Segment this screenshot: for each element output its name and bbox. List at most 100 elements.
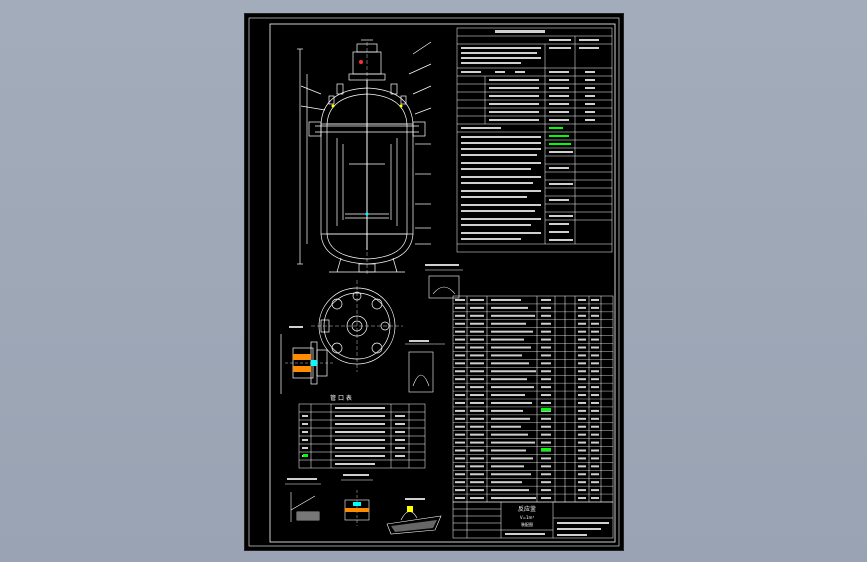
parts-list-cell-text xyxy=(491,449,526,452)
nozzle-table-text xyxy=(302,407,405,465)
parts-list-cell-text xyxy=(591,338,599,341)
parts-list-cell-text xyxy=(591,401,599,404)
parts-list-cell-text xyxy=(591,314,599,317)
parts-list-cell-text xyxy=(578,497,586,500)
parts-list-cell-text xyxy=(578,330,586,333)
parts-list-cell-text xyxy=(470,338,484,341)
parts-list-highlights xyxy=(541,408,551,451)
parts-list-cell-text xyxy=(470,489,484,492)
nozzle-table xyxy=(298,403,426,469)
parts-list-cell-text xyxy=(470,394,484,397)
parts-list-cell-text xyxy=(591,425,599,428)
callout-markers xyxy=(331,60,403,216)
parts-list-cell-text xyxy=(455,489,465,492)
vessel-elevation xyxy=(297,39,432,274)
parts-list-cell-text xyxy=(591,465,599,468)
parts-list-cell-text xyxy=(578,465,586,468)
parts-list-cell-text xyxy=(470,457,484,460)
parts-list-cell-text xyxy=(578,354,586,357)
parts-list-cell-text xyxy=(455,417,465,420)
parts-list-cell-text xyxy=(470,441,484,444)
parts-list-cell-text xyxy=(541,497,551,500)
parts-list-cell-text xyxy=(455,497,465,500)
parts-list-cell-text xyxy=(541,417,551,420)
parts-list-cell-text xyxy=(470,370,484,373)
parts-list-cell-text xyxy=(591,370,599,373)
parts-list-cell-text xyxy=(455,409,465,412)
parts-list-cell-text xyxy=(578,489,586,492)
parts-list-cell-text xyxy=(491,354,522,357)
parts-list-cell-text xyxy=(591,441,599,444)
parts-list-cell-text xyxy=(455,378,465,381)
parts-list-cell-text xyxy=(541,322,551,325)
parts-list-cell-text xyxy=(470,306,484,309)
parts-list-cell-text xyxy=(541,489,551,492)
parts-list-cell-text xyxy=(455,449,465,452)
flange-detail-hatch xyxy=(293,354,317,372)
drawing-canvas[interactable]: 管 口 表 xyxy=(245,14,623,550)
parts-list-cell-text xyxy=(578,378,586,381)
parts-list-cell-text xyxy=(578,409,586,412)
parts-list-cell-text xyxy=(578,401,586,404)
parts-list-cell-text xyxy=(591,378,599,381)
parts-list-cell-text xyxy=(541,394,551,397)
parts-list-cell-text xyxy=(455,354,465,357)
parts-list-cell-text xyxy=(578,314,586,317)
parts-list-cell-text xyxy=(491,330,533,333)
parts-list-cell-text xyxy=(470,465,484,468)
parts-list-cell-text xyxy=(578,370,586,373)
parts-list-cell-text xyxy=(470,298,484,301)
parts-list-cell-text xyxy=(591,346,599,349)
parts-list-cell-text xyxy=(470,409,484,412)
spec-table-highlights xyxy=(549,127,571,145)
parts-list-cell-text xyxy=(455,481,465,484)
parts-list-cell-text xyxy=(591,481,599,484)
parts-list-cell-text xyxy=(578,394,586,397)
spec-table-text xyxy=(461,30,599,241)
title-block xyxy=(452,501,614,539)
parts-list-cell-text xyxy=(591,449,599,452)
parts-list-cell-text xyxy=(470,362,484,365)
outer-border xyxy=(248,17,620,547)
parts-list-cell-text xyxy=(491,401,532,404)
parts-list-cell-text xyxy=(578,449,586,452)
parts-list-cell-text xyxy=(578,457,586,460)
parts-list-cell-text xyxy=(455,330,465,333)
parts-list-cell-text xyxy=(491,465,524,468)
parts-list-cell-text xyxy=(455,370,465,373)
title-block-spec: V=1m³ xyxy=(520,515,535,520)
technical-characteristics-table xyxy=(456,27,613,253)
parts-list-cell-text xyxy=(491,314,535,317)
parts-list-cell-text xyxy=(491,362,529,365)
parts-list-cell-text xyxy=(578,386,586,389)
parts-list-cell-text xyxy=(541,354,551,357)
parts-list-cell-text xyxy=(591,306,599,309)
bottom-detail-hatch xyxy=(297,502,437,532)
bottom-detail-labels xyxy=(287,474,425,500)
parts-list-cell-text xyxy=(541,306,551,309)
parts-list-cell-text xyxy=(491,386,534,389)
parts-list-cell-text xyxy=(541,433,551,436)
parts-list-cell-text xyxy=(491,298,521,301)
parts-list-cell-text xyxy=(470,401,484,404)
parts-list-cell-text xyxy=(541,425,551,428)
parts-list-cell-text xyxy=(578,322,586,325)
parts-list-cell-text xyxy=(455,473,465,476)
parts-list-cell-text xyxy=(578,298,586,301)
drawing-sheet[interactable]: 管 口 表 xyxy=(244,13,624,551)
parts-list-cell-text xyxy=(470,346,484,349)
parts-list-cell-text xyxy=(578,346,586,349)
parts-list-cell-text xyxy=(578,417,586,420)
parts-list-cell-text xyxy=(541,298,551,301)
parts-list-cell-text xyxy=(541,473,551,476)
parts-list-cell-text xyxy=(491,457,533,460)
inner-border xyxy=(269,23,616,543)
parts-list-cell-text xyxy=(591,386,599,389)
parts-list-cell-text xyxy=(541,481,551,484)
parts-list-cell-text xyxy=(578,433,586,436)
parts-list-cell-text xyxy=(470,481,484,484)
parts-list-cell-text xyxy=(470,330,484,333)
title-block-text xyxy=(505,522,609,536)
parts-list-cell-text xyxy=(591,497,599,500)
